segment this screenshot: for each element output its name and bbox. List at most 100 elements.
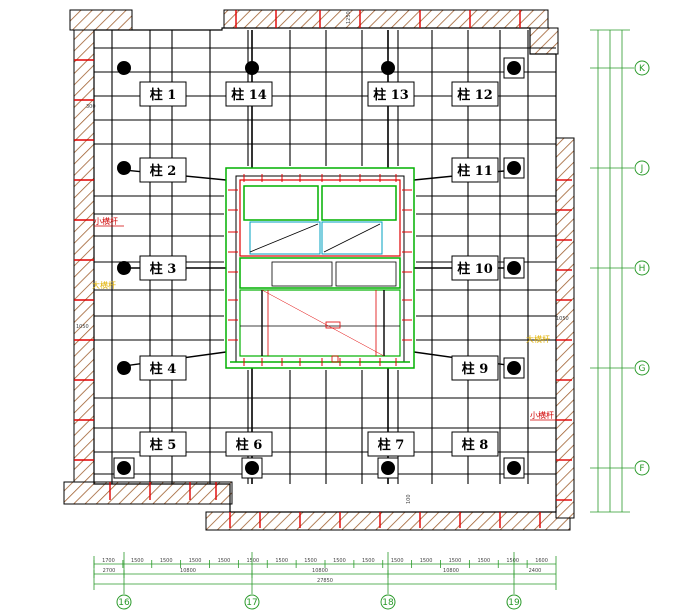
axis-label: K (639, 64, 646, 74)
column-c6: 柱 6 (225, 431, 273, 479)
column-label: 柱 1 (150, 87, 177, 103)
column-label-box (225, 431, 273, 457)
dim-row1-text: 1500 (333, 558, 346, 564)
column-c13: 柱 13 (367, 61, 415, 107)
column-c14: 柱 14 (225, 61, 273, 107)
big-pole-left-label: 大横杆 (92, 280, 116, 290)
column-label-box (139, 81, 187, 107)
big-pole-right-label: 大横杆 (526, 334, 550, 344)
column-label-box (451, 157, 499, 183)
axis-label: G (639, 364, 646, 374)
column-c10: 柱 10 (451, 255, 525, 281)
wall-top (223, 9, 549, 29)
column-label: 柱 9 (462, 361, 489, 377)
wall-right (555, 137, 575, 519)
column-label: 柱 10 (457, 261, 493, 277)
axis-marker-18: 18 (380, 552, 396, 610)
column-marker (117, 161, 131, 175)
column-label: 柱 4 (150, 361, 177, 377)
column-c9: 柱 9 (451, 355, 525, 381)
column-label: 柱 7 (378, 437, 405, 453)
dim-row1-text: 1500 (304, 558, 317, 564)
column-label-box (451, 81, 499, 107)
axis-marker-J: J (590, 160, 650, 176)
column-label: 柱 13 (373, 87, 409, 103)
column-c2: 柱 2 (117, 157, 187, 183)
dim-row1-text: 1600 (535, 558, 548, 564)
column-marker (117, 461, 131, 475)
dim-row2-text: 2700 (103, 568, 116, 574)
dim-row1-text: 1500 (218, 558, 231, 564)
column-marker (507, 61, 521, 75)
axis-marker-17: 17 (244, 552, 260, 610)
axis-label: H (639, 264, 646, 274)
column-marker (117, 361, 131, 375)
column-label: 柱 11 (457, 163, 493, 179)
axis-marker-16: 16 (116, 552, 132, 610)
column-label-box (451, 355, 499, 381)
column-label-box (451, 255, 499, 281)
axis-label: 19 (508, 598, 520, 608)
dim-row1-text: 1700 (102, 558, 115, 564)
dim-1250-top: 1250 (346, 11, 352, 24)
slab-outline (93, 27, 557, 513)
dim-1050-left: 1050 (76, 324, 89, 330)
bottom-axis-markers: 16 17 18 19 (116, 552, 522, 610)
column-c7: 柱 7 (367, 431, 415, 479)
dim-row1-text: 1500 (420, 558, 433, 564)
column-label: 柱 8 (462, 437, 489, 453)
dim-row1-text: 1500 (506, 558, 519, 564)
column-c1: 柱 1 (117, 61, 187, 107)
axis-label: 18 (382, 598, 394, 608)
small-pole-left-label: 小横杆 (94, 216, 118, 226)
column-label-box (139, 255, 187, 281)
core-shaft (225, 167, 415, 369)
axis-label: F (639, 464, 644, 474)
column-marker (117, 261, 131, 275)
column-c5: 柱 5 (113, 431, 187, 479)
small-pole-right-label: 小横杆 (530, 410, 554, 420)
dim-row1-text: 1500 (477, 558, 490, 564)
dim-row2-text: 2400 (529, 568, 542, 574)
column-label-box (451, 431, 499, 457)
right-dimension-lines (590, 29, 630, 513)
right-axis-markers: K J H G F (590, 60, 650, 476)
column-label-box (139, 431, 187, 457)
column-marker (507, 161, 521, 175)
axis-label: 17 (246, 598, 257, 608)
wall-bottom-left (63, 481, 233, 505)
column-label-box (139, 355, 187, 381)
column-c3: 柱 3 (117, 255, 187, 281)
column-label: 柱 3 (150, 261, 177, 277)
axis-marker-K: K (590, 60, 650, 76)
column-marker (507, 461, 521, 475)
bottom-dimension-texts: 1700 1500 1500 1500 1500 1500 1500 1500 1500 1500… (93, 558, 548, 584)
wall-top-right-notch (529, 27, 559, 55)
dim-row1-text: 1500 (131, 558, 144, 564)
dim-row2-text: 10800 (180, 568, 196, 574)
dim-row1-text: 1500 (391, 558, 404, 564)
column-label-box (139, 157, 187, 183)
annotations: 小横杆 大横杆 小横杆 大横杆 1050 1050 300 1250 100 (76, 11, 569, 504)
column-c8: 柱 8 (451, 431, 525, 479)
axis-marker-F: F (590, 460, 650, 476)
column-c12: 柱 12 (451, 57, 525, 107)
column-label: 柱 14 (231, 87, 267, 103)
axis-marker-G: G (590, 360, 650, 376)
dim-100-bottom: 100 (406, 494, 412, 504)
dim-row1-text: 1500 (275, 558, 288, 564)
columns-layer: 柱 1 柱 2 柱 3 柱 4 柱 5 柱 6 柱 7 柱 8 柱 9 柱 10 柱 11 柱 12 柱… (113, 57, 525, 479)
axis-marker-19: 19 (506, 552, 522, 610)
column-marker (381, 461, 395, 475)
column-marker (117, 61, 131, 75)
column-c11: 柱 11 (451, 157, 525, 183)
dim-row2-text: 10800 (312, 568, 328, 574)
axis-label: J (640, 164, 644, 174)
column-label: 柱 6 (236, 437, 263, 453)
dim-row1-text: 1500 (189, 558, 202, 564)
wall-top-left-block (69, 9, 133, 31)
column-marker (381, 61, 395, 75)
dim-row2-text: 10800 (443, 568, 459, 574)
column-marker (245, 461, 259, 475)
